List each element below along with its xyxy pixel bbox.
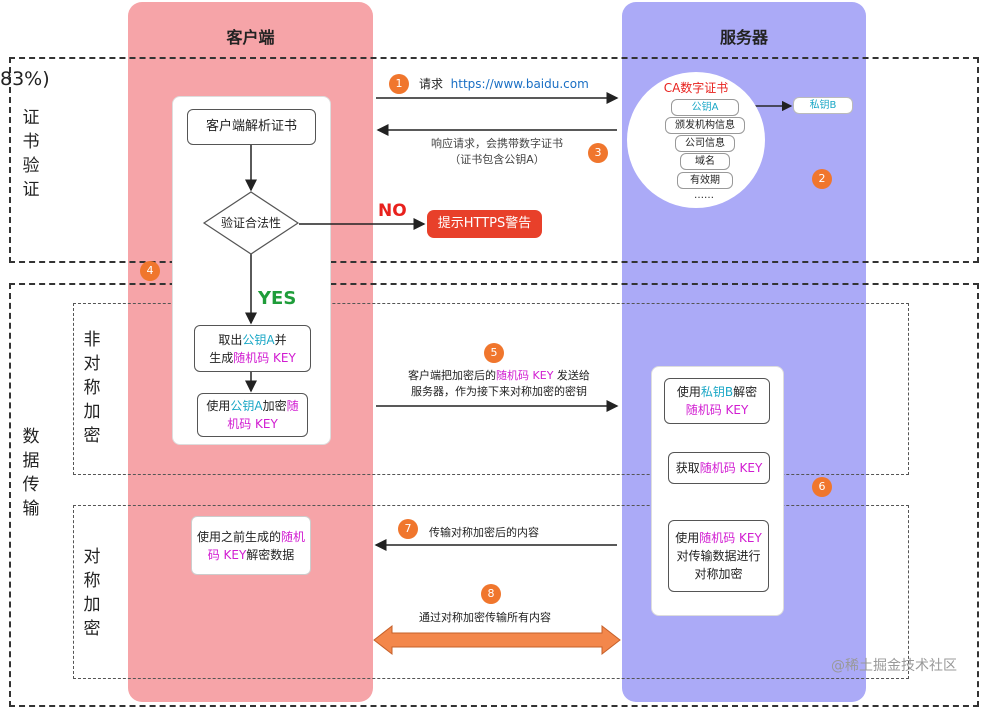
sym-region: [73, 505, 909, 679]
step-6-badge: 6: [812, 477, 832, 497]
cert-field-public-key: 公钥A: [671, 99, 739, 116]
all-transfer-label: 通过对称加密传输所有内容: [419, 611, 551, 624]
decrypt-data-box: 使用之前生成的随机 码 KEY解密数据: [191, 516, 311, 575]
step-8-badge: 8: [481, 584, 501, 604]
step-2-badge: 2: [812, 169, 832, 189]
step-5-badge: 5: [484, 343, 504, 363]
data-transfer-label: 数据传输: [22, 427, 40, 519]
sym-label: 对称加密: [83, 547, 101, 639]
parse-cert-box: 客户端解析证书: [187, 109, 316, 145]
server-encrypt-box: 使用随机码 KEY 对传输数据进行 对称加密: [668, 520, 769, 592]
cert-verify-region: [9, 57, 979, 263]
no-label: NO: [378, 201, 407, 221]
cert-verify-label: 证书验证: [22, 108, 40, 200]
step-3-badge: 3: [588, 143, 608, 163]
private-key-b: 私钥B: [793, 97, 853, 114]
watermark: @稀土掘金技术社区: [831, 658, 957, 674]
zoom-indicator: 83%): [0, 68, 50, 90]
take-key-box: 取出公钥A并 生成随机码 KEY: [194, 325, 311, 372]
asym-label: 非对称加密: [83, 330, 101, 446]
yes-label: YES: [258, 288, 297, 309]
encrypt-key-box: 使用公钥A加密随 机码 KEY: [197, 393, 308, 437]
server-decrypt-box: 使用私钥B解密 随机码 KEY: [664, 378, 770, 424]
cert-field-company: 公司信息: [675, 135, 735, 152]
ca-certificate-title: CA数字证书: [663, 81, 729, 95]
https-warning-box: 提示HTTPS警告: [427, 210, 542, 238]
request-label: 请求 https://www.baidu.com: [419, 77, 589, 91]
asym-region: [73, 303, 909, 475]
cert-field-more: ……: [694, 190, 714, 201]
cert-field-domain: 域名: [680, 153, 730, 170]
cert-field-validity: 有效期: [677, 172, 733, 189]
server-column-title: 服务器: [719, 28, 768, 47]
client-column-title: 客户端: [226, 28, 275, 47]
response-label: 响应请求，会携带数字证书 （证书包含公钥A）: [431, 137, 563, 166]
step-7-badge: 7: [398, 519, 418, 539]
server-get-key-box: 获取随机码 KEY: [668, 452, 770, 484]
cert-field-issuer: 颁发机构信息: [665, 117, 745, 134]
step-1-badge: 1: [389, 74, 409, 94]
send-key-label: 客户端把加密后的随机码 KEY 发送给 服务器，作为接下来对称加密的密钥: [408, 369, 590, 398]
validate-label: 验证合法性: [220, 216, 281, 230]
step-4-badge: 4: [140, 261, 160, 281]
sym-transfer-label: 传输对称加密后的内容: [429, 526, 539, 539]
